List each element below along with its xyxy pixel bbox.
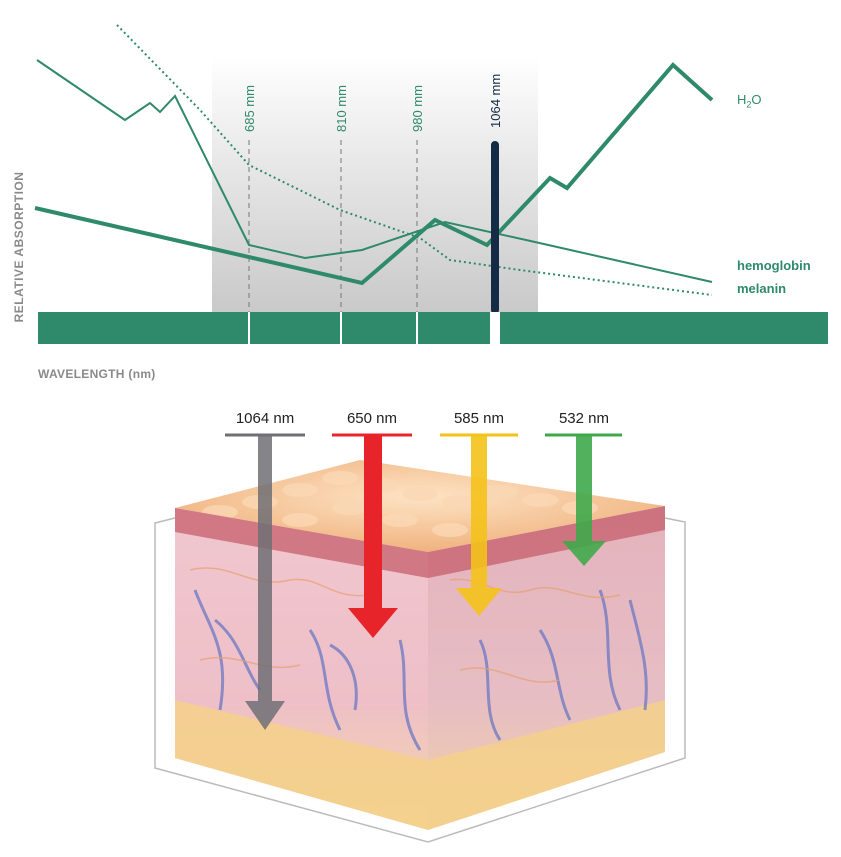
band-separator-810 [340,312,342,344]
laser-label-585: 585 nm [453,410,505,427]
cube-outline [154,517,686,843]
marker-label-685: 685 mm [242,85,257,132]
epidermis-top [175,460,665,552]
x-axis-label: WAVELENGTH (nm) [38,367,156,381]
absorption-chart-svg [34,24,828,344]
laser-label-532: 532 nm [558,410,610,427]
hemoglobin-label: hemoglobin [737,258,811,273]
y-axis-label: RELATIVE ABSORPTION [12,171,26,323]
band-separator-685 [248,312,250,344]
blood-vessels [193,589,648,751]
laser-arrow-532 [545,433,622,566]
marker-label-1064: 1064 mm [488,73,503,128]
skin-penetration-diagram: 1064 nm 650 nm 585 nm 532 nm [0,390,841,857]
marker-label-810: 810 mm [334,85,349,132]
marker-label-980: 980 mm [410,85,425,132]
water-line [34,62,714,286]
laser-arrow-650 [332,433,412,638]
spectrum-band [38,312,828,344]
laser-label-650: 650 nm [346,410,398,427]
band-separator-980 [416,312,418,344]
melanin-label: melanin [737,281,787,296]
laser-arrow-585 [440,433,518,616]
water-label: H2O [737,92,762,110]
laser-arrow-1064 [225,433,305,730]
band-gap-1064 [490,312,500,344]
hemoglobin-line [36,59,713,283]
laser-label-1064: 1064 nm [235,410,295,427]
fat-layer [175,700,665,830]
skin-diagram-svg [154,433,686,843]
absorption-chart: RELATIVE ABSORPTION WAVELENGTH (nm) 685 … [0,0,841,390]
